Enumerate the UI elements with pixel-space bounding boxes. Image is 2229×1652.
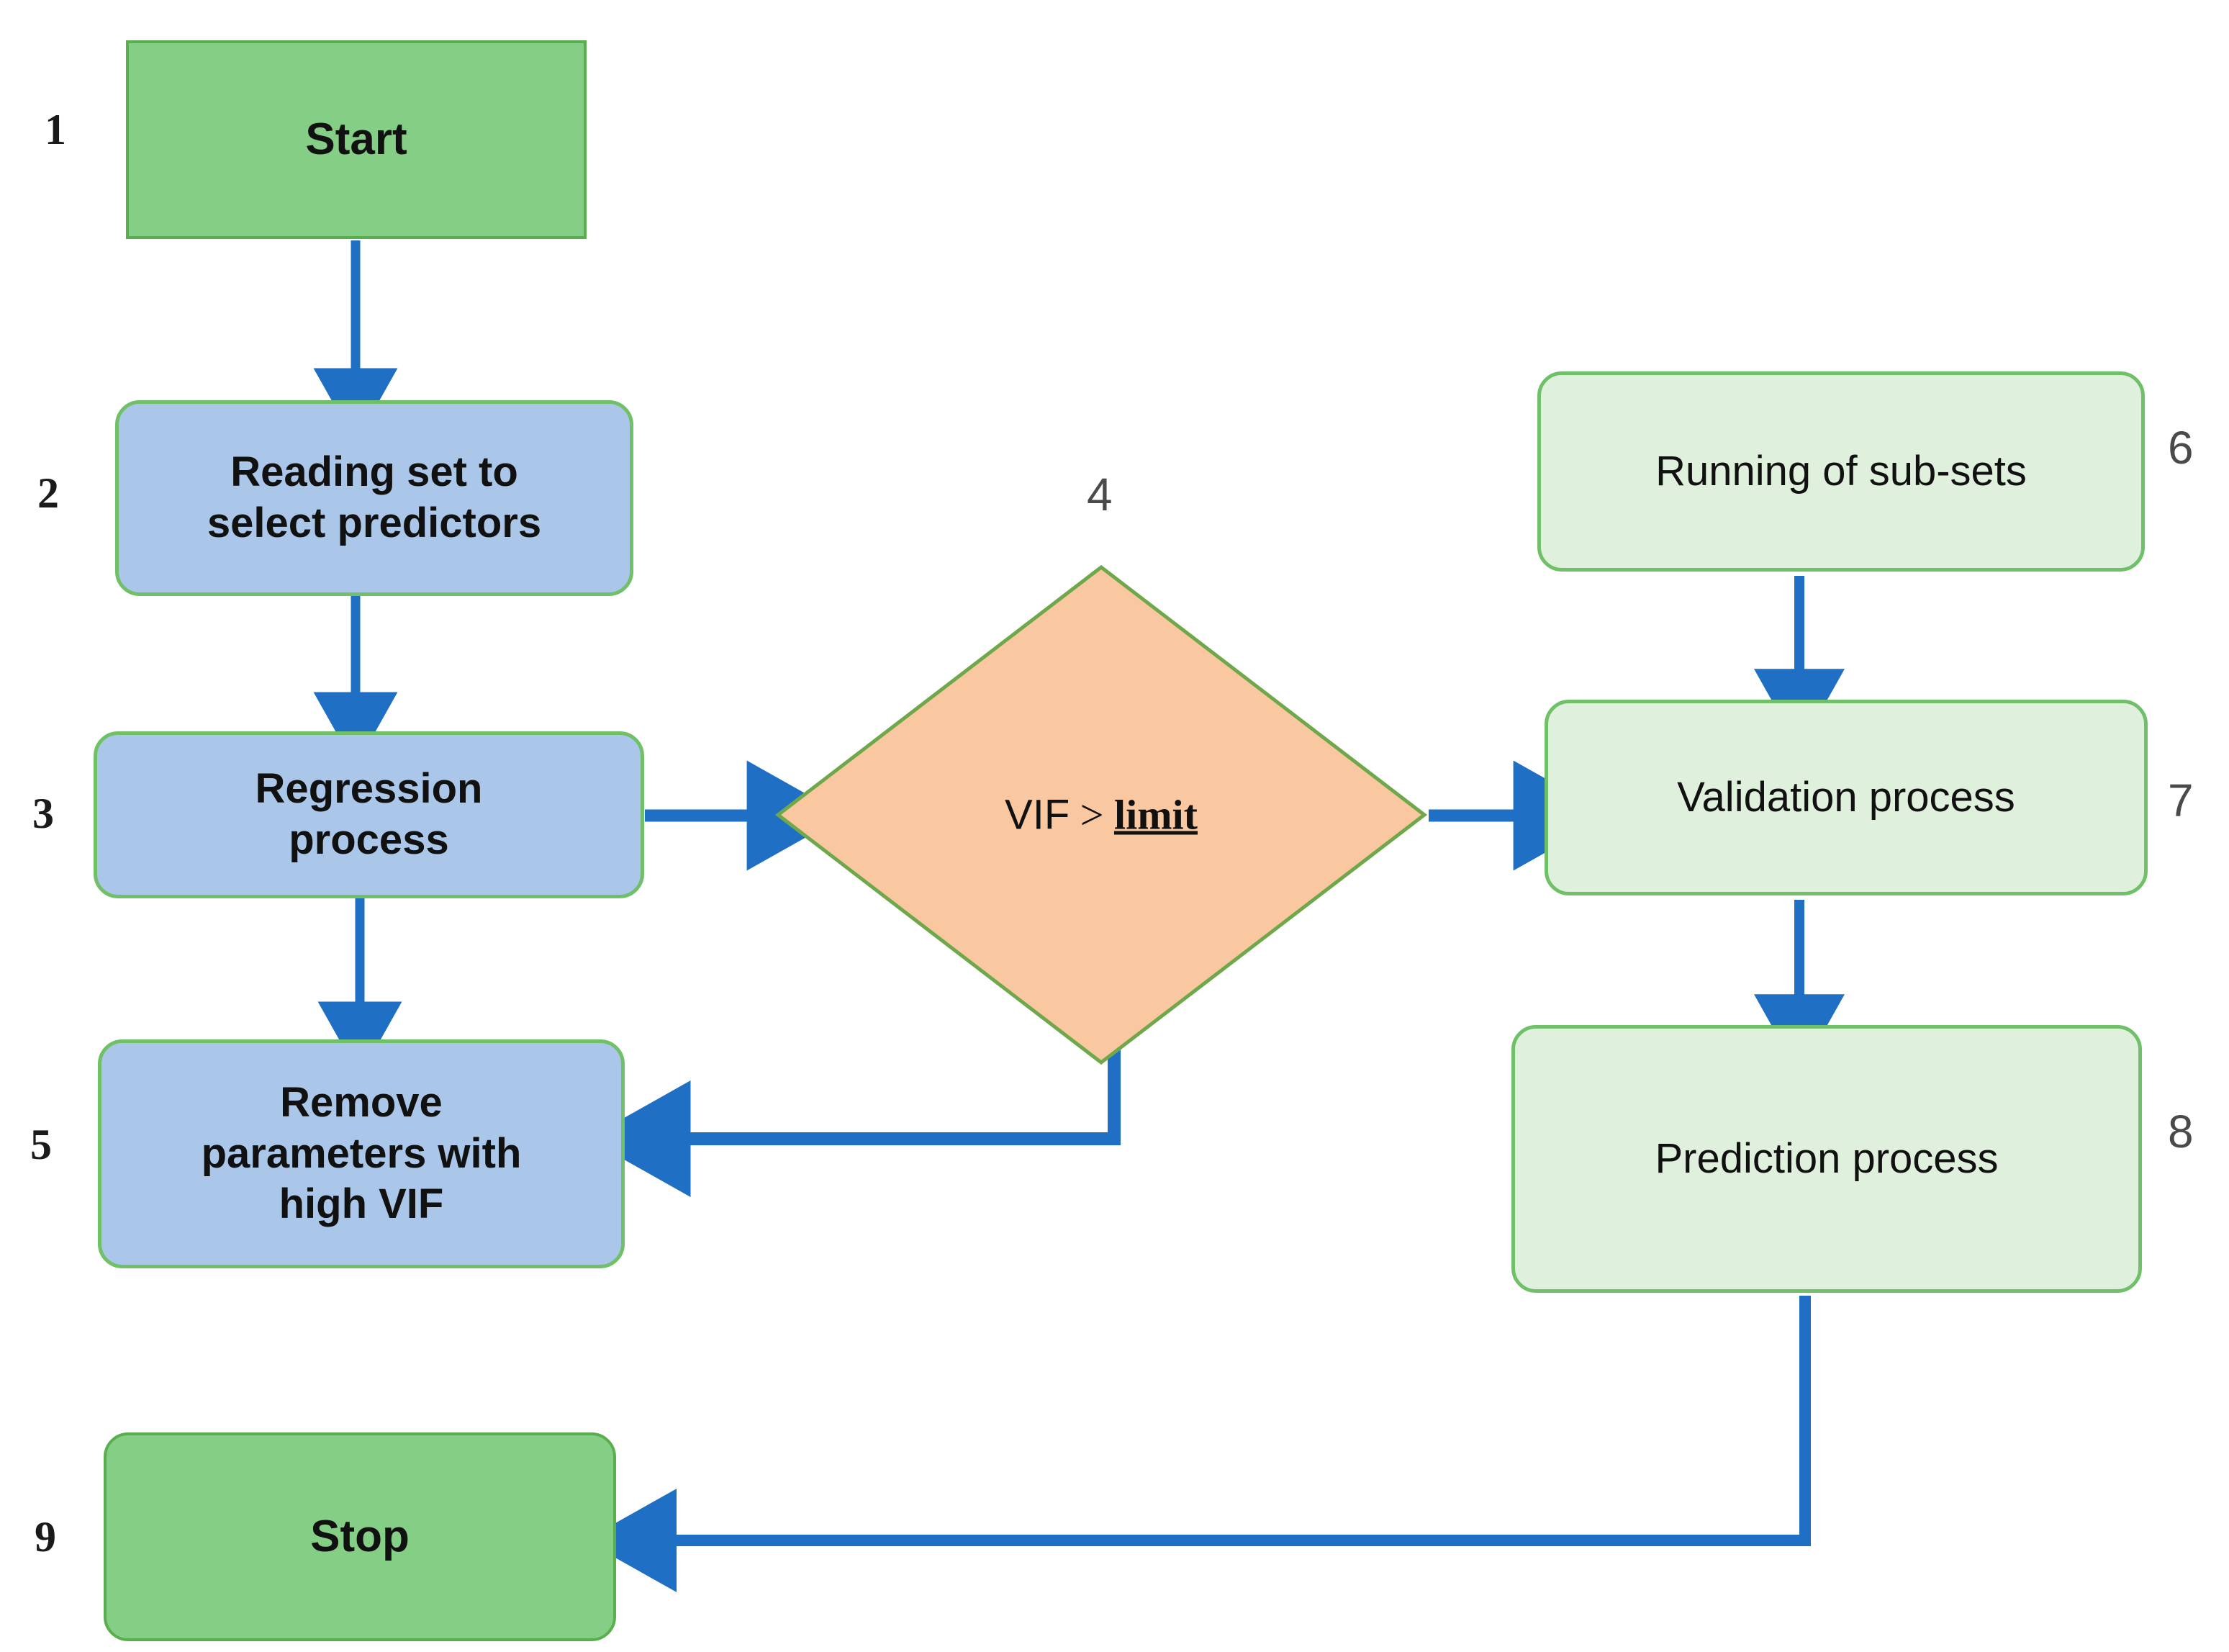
- node-validation-process[interactable]: Validation process: [1545, 700, 2148, 895]
- node-prediction-process[interactable]: Prediction process: [1511, 1025, 2142, 1293]
- decision-left-term: VIF: [1005, 791, 1070, 839]
- node-prediction-process-label: Prediction process: [1655, 1134, 1999, 1182]
- step-number-3: 3: [32, 790, 54, 837]
- step-number-4: 4: [1087, 469, 1113, 520]
- node-decision-vif[interactable]: VIF > limit: [774, 563, 1429, 1067]
- step-number-1: 1: [45, 106, 66, 153]
- step-number-6: 6: [2168, 422, 2194, 474]
- node-reading-set[interactable]: Reading set to select predictors: [115, 400, 633, 596]
- edge-prediction-to-stop: [584, 1296, 1811, 1592]
- step-number-9: 9: [35, 1513, 56, 1561]
- step-number-7: 7: [2168, 775, 2194, 826]
- node-validation-process-label: Validation process: [1677, 773, 2015, 821]
- node-reading-set-label: Reading set to select predictors: [207, 448, 542, 546]
- step-number-2: 2: [37, 469, 59, 517]
- decision-operator: >: [1070, 791, 1114, 839]
- node-remove-parameters-label: Remove parameters with high VIF: [201, 1078, 522, 1228]
- node-stop[interactable]: Stop: [104, 1432, 616, 1641]
- node-start-label: Start: [305, 114, 407, 165]
- step-number-8: 8: [2168, 1106, 2194, 1157]
- node-running-subsets-label: Running of sub-sets: [1655, 447, 2027, 495]
- decision-right-term: limit: [1113, 791, 1198, 839]
- node-start[interactable]: Start: [126, 40, 587, 239]
- node-remove-parameters[interactable]: Remove parameters with high VIF: [98, 1039, 625, 1268]
- node-decision-vif-label: VIF > limit: [774, 791, 1429, 839]
- step-number-5: 5: [30, 1121, 52, 1168]
- node-regression-process[interactable]: Regression process: [94, 731, 644, 898]
- node-regression-process-label: Regression process: [255, 765, 483, 863]
- node-stop-label: Stop: [310, 1512, 410, 1562]
- node-running-subsets[interactable]: Running of sub-sets: [1537, 371, 2145, 572]
